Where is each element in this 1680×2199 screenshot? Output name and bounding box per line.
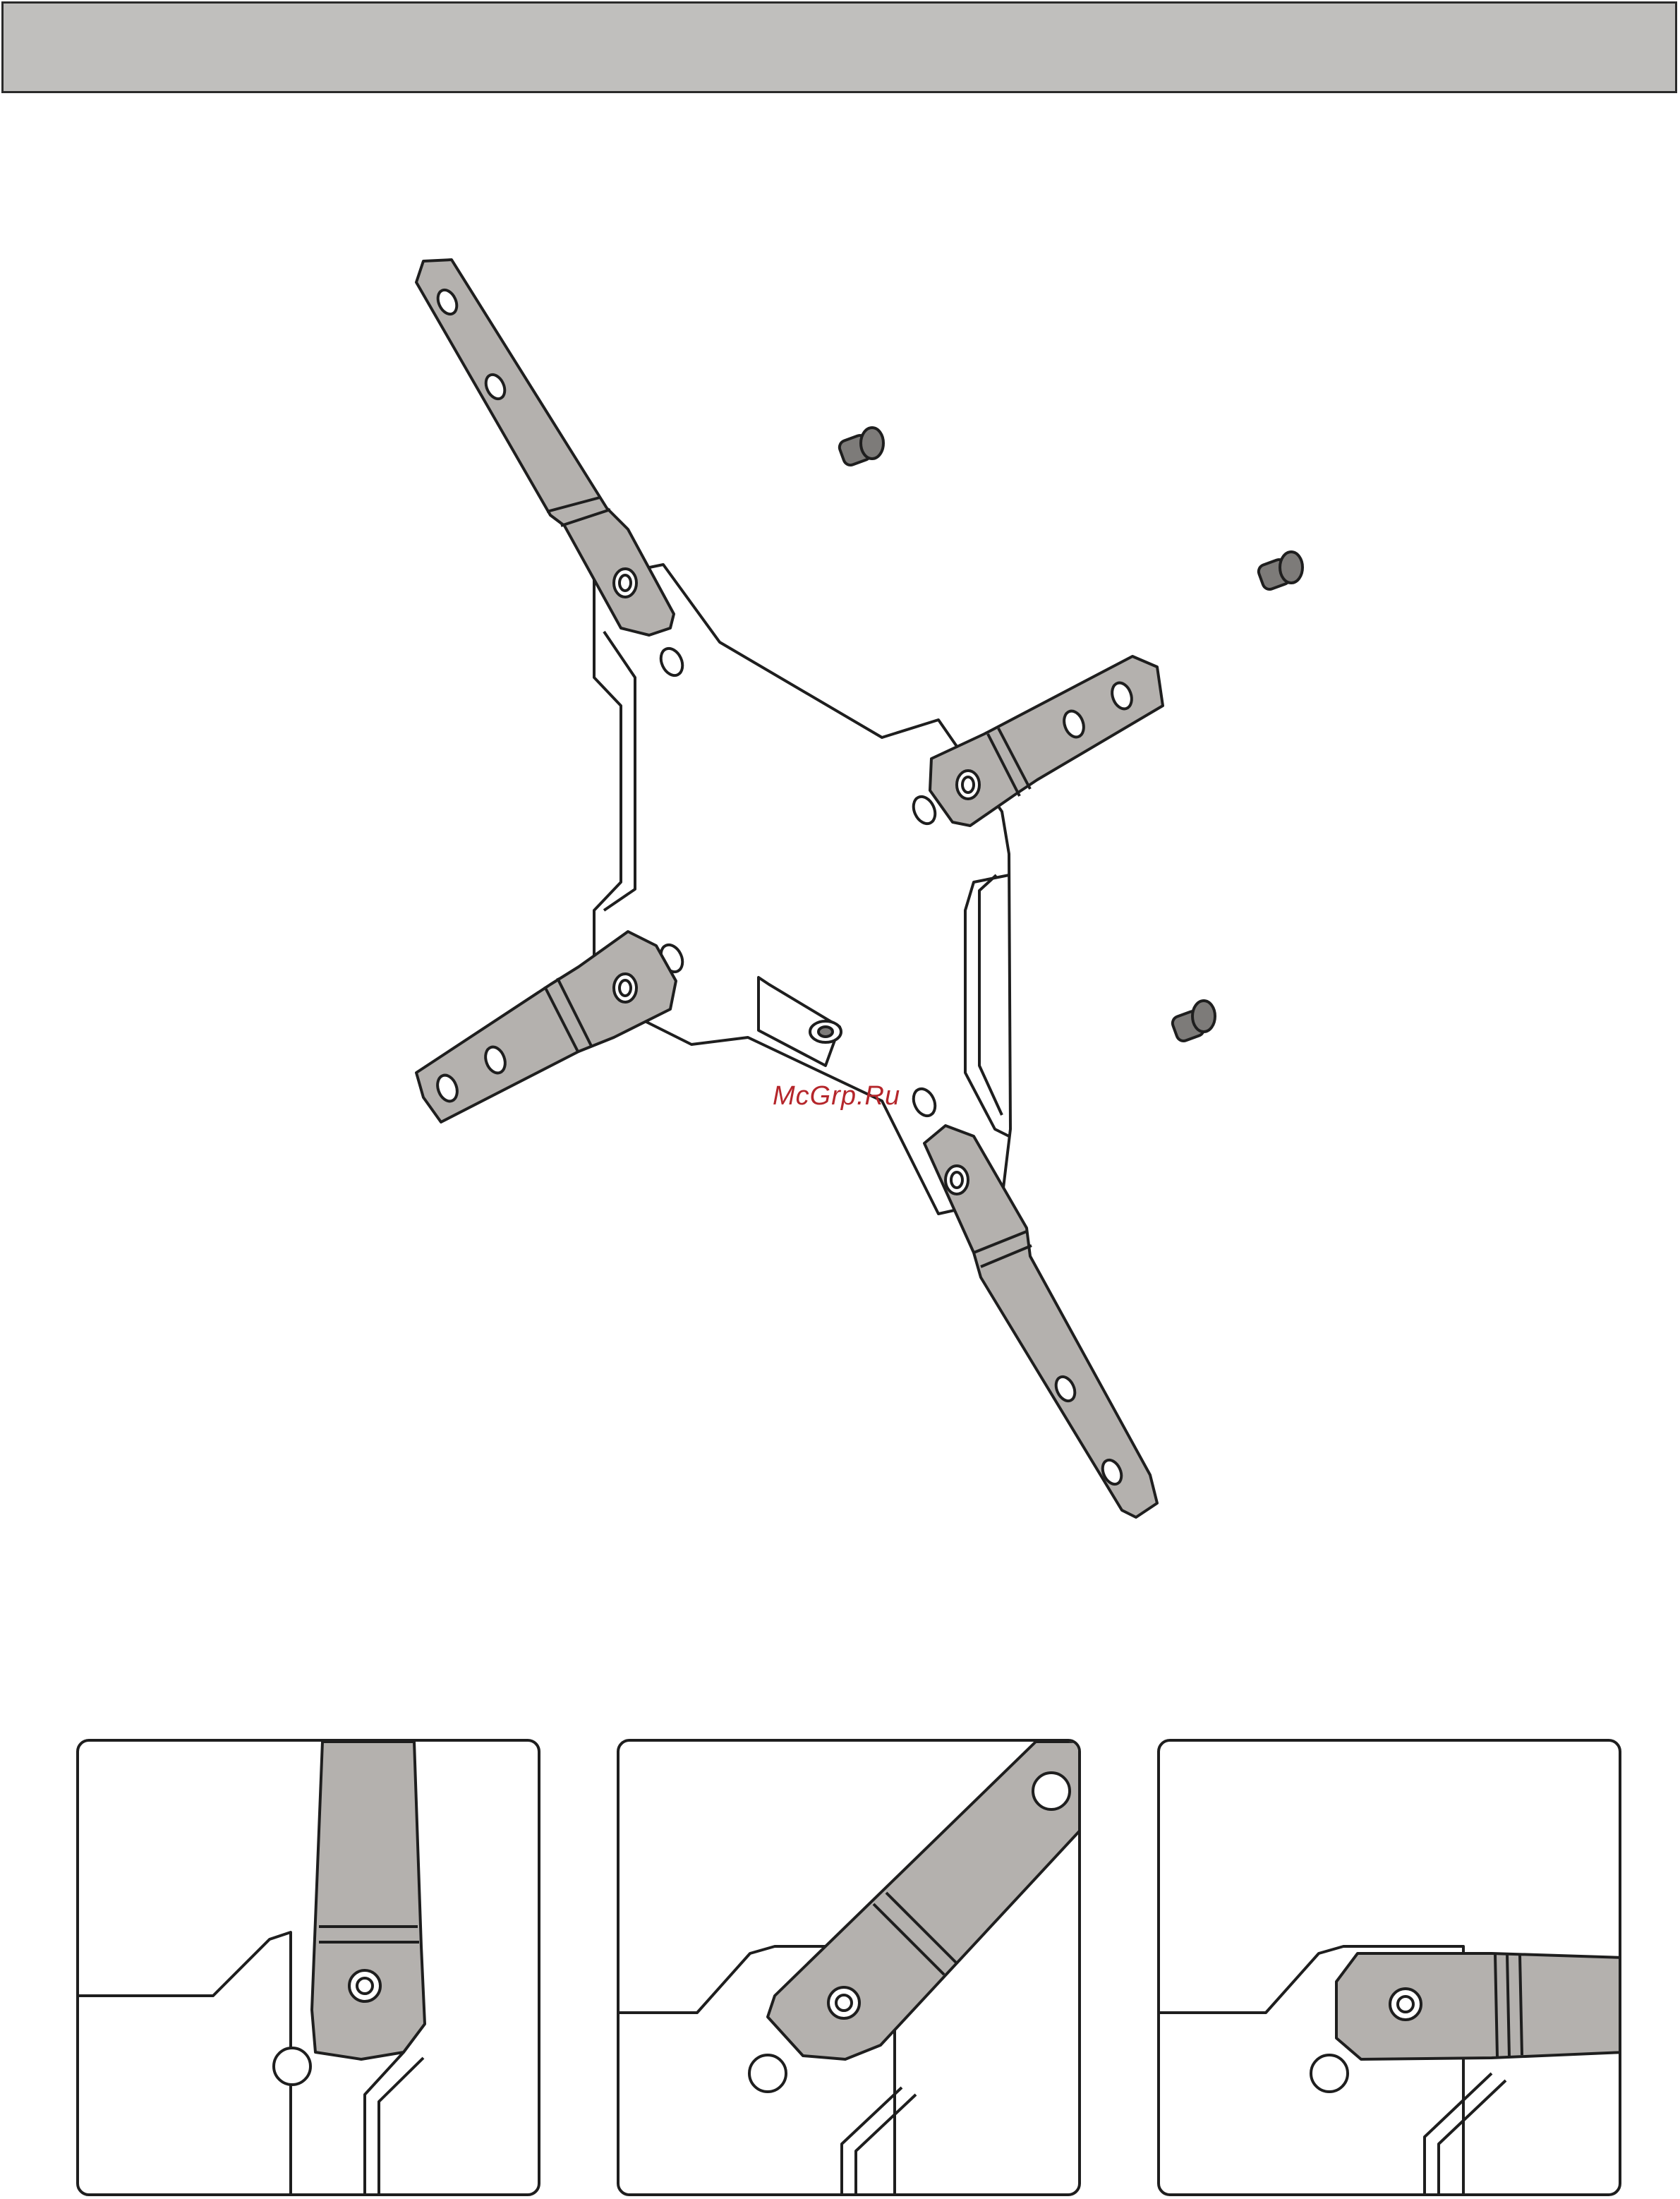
- screw: [1171, 1001, 1215, 1043]
- screw: [1257, 552, 1303, 591]
- detail-arm-diagonal: [617, 1739, 1081, 2196]
- mounting-plate: [594, 565, 1010, 1214]
- watermark-text: McGrp.Ru: [773, 1081, 900, 1111]
- arm-piece: [1336, 1953, 1621, 2059]
- screw: [838, 428, 883, 467]
- assembly-diagram: [0, 0, 1680, 1623]
- arm-top-left: [416, 260, 674, 635]
- arm-top-right: [930, 656, 1163, 826]
- detail-arm-vertical: [76, 1739, 540, 2196]
- arm-piece: [768, 1742, 1081, 2059]
- arm-bottom-left: [416, 932, 676, 1122]
- arm-piece: [312, 1742, 425, 2059]
- arm-bottom-right: [924, 1126, 1157, 1517]
- detail-arm-horizontal: [1157, 1739, 1621, 2196]
